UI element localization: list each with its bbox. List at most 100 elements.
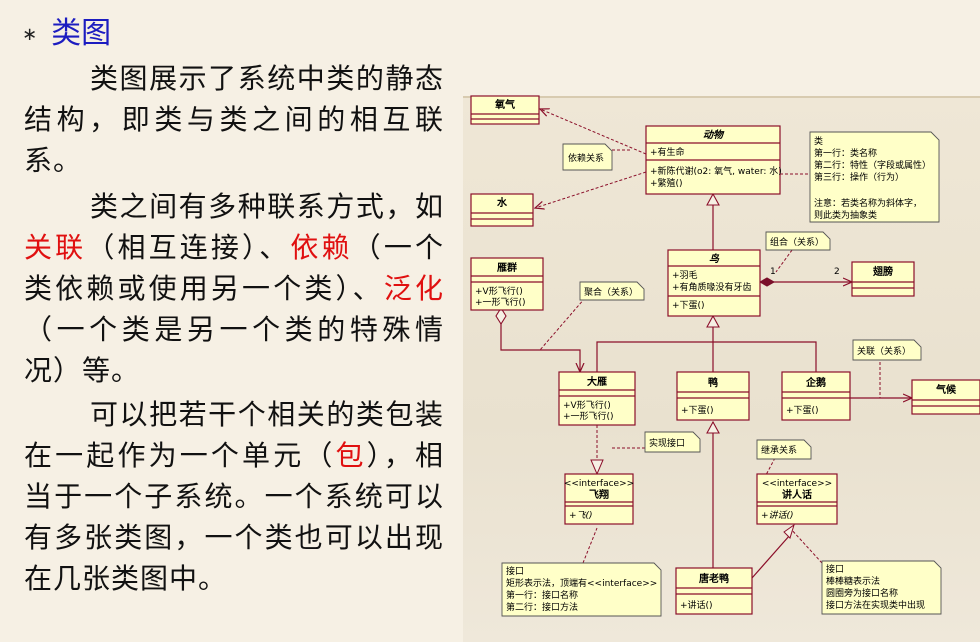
svg-text:类: 类 [814, 135, 823, 147]
svg-text:接口方法在实现类中出现: 接口方法在实现类中出现 [826, 599, 925, 611]
realization-arrowhead [590, 459, 604, 476]
term-dependency: 依赖 [290, 231, 353, 264]
class-bird-name: 鸟 [709, 253, 720, 265]
class-wing[interactable]: 翅膀 [851, 261, 915, 297]
p2-text-d: （一个类是另一个类的特殊情况）等。 [24, 313, 444, 387]
p2-text-c: （一个类依赖或使用另一个类）、 [24, 231, 444, 305]
class-bird-op1: +下蛋() [672, 300, 705, 311]
class-animal-op1: +新陈代谢(o2: 氧气, water: 水) [650, 165, 782, 177]
aggregation-flock-goose [500, 321, 580, 372]
svg-text:矩形表示法，顶端有<<interface>>: 矩形表示法，顶端有<<interface>> [506, 577, 657, 589]
class-animal-name: 动物 [703, 129, 725, 141]
realization-speak-arrowhead [783, 523, 795, 539]
class-goose-op1: +V形飞行() [563, 399, 611, 411]
class-goose-name: 大雁 [587, 375, 607, 388]
svg-text:组合（关系）: 组合（关系） [770, 236, 824, 248]
svg-text:第二行：接口方法: 第二行：接口方法 [506, 601, 578, 613]
svg-text:圆圈旁为接口名称: 圆圈旁为接口名称 [826, 587, 898, 599]
dependency-oxygen [540, 109, 647, 155]
class-duck-op1: +下蛋() [681, 405, 714, 416]
class-animal-attr: +有生命 [650, 146, 685, 158]
svg-text:关联（关系）: 关联（关系） [857, 345, 911, 357]
note-dependency: 依赖关系 [562, 143, 613, 171]
class-donald-op: +讲话() [680, 599, 713, 611]
note-inheritance: 继承关系 [756, 439, 812, 460]
multiplicity-2: 2 [834, 267, 840, 277]
aggregation-diamond [495, 306, 507, 326]
note-class-explanation: 类 第一行：类名称 第二行：特性（字段或属性） 第三行：操作（行为） 注意：若类… [809, 131, 940, 223]
class-wing-name: 翅膀 [873, 265, 893, 278]
class-duck[interactable]: 鸭 +下蛋() [676, 371, 750, 421]
note-link-iface2 [789, 527, 823, 564]
interface-fly[interactable]: <<interface>> 飞翔 +飞() [564, 473, 634, 525]
class-water[interactable]: 水 [470, 193, 534, 227]
composition-diamond [758, 277, 776, 287]
class-bird-attr1: +羽毛 [672, 269, 698, 281]
class-bird[interactable]: 鸟 +羽毛 +有角质喙没有牙齿 +下蛋() [667, 249, 761, 317]
class-donald-name: 唐老鸭 [699, 572, 729, 585]
interface-speak-op: +讲话() [761, 510, 794, 521]
term-generalization: 泛化 [383, 272, 444, 305]
class-flock[interactable]: 雁群 +V形飞行() +一形飞行() [470, 257, 544, 311]
svg-text:棒棒糖表示法: 棒棒糖表示法 [826, 575, 880, 587]
term-package: 包 [335, 439, 367, 472]
svg-text:第三行：操作（行为）: 第三行：操作（行为） [814, 171, 904, 183]
svg-text:第一行：接口名称: 第一行：接口名称 [506, 589, 578, 601]
class-climate-name: 气候 [935, 383, 957, 396]
paragraph-2: 类之间有多种联系方式，如关联（相互连接）、依赖（一个类依赖或使用另一个类）、泛化… [24, 186, 444, 391]
class-water-name: 水 [496, 196, 508, 209]
class-animal[interactable]: 动物 +有生命 +新陈代谢(o2: 氧气, water: 水) +繁殖() [645, 125, 782, 195]
svg-text:聚合（关系）: 聚合（关系） [584, 286, 638, 298]
realization-donald-speak [751, 534, 791, 579]
p3-text-a: 可以把若干个相关的类包装在一起作为一个单元（ [24, 398, 444, 472]
class-penguin-op1: +下蛋() [786, 405, 819, 416]
svg-text:继承关系: 继承关系 [761, 444, 797, 456]
class-goose-op2: +一形飞行() [563, 410, 614, 422]
class-climate[interactable]: 气候 [911, 379, 980, 415]
class-bird-attr2: +有角质喙没有牙齿 [672, 281, 752, 293]
svg-text:接口: 接口 [826, 563, 844, 575]
note-interface-lollipop: 接口 棒棒糖表示法 圆圈旁为接口名称 接口方法在实现类中出现 [821, 560, 942, 615]
dependency-water [535, 171, 647, 208]
heading-text: 类图 [51, 16, 112, 51]
class-penguin[interactable]: 企鹅 +下蛋() [781, 371, 851, 421]
interface-fly-name: 飞翔 [589, 488, 609, 501]
term-association: 关联 [24, 231, 87, 264]
svg-text:则此类为抽象类: 则此类为抽象类 [814, 209, 877, 221]
note-realization: 实现接口 [644, 431, 701, 453]
interface-speak-name: 讲人话 [782, 488, 812, 501]
class-donald-duck[interactable]: 唐老鸭 +讲话() [675, 567, 753, 615]
class-flock-op2: +一形飞行() [475, 296, 526, 308]
interface-speak-stereotype: <<interface>> [762, 479, 832, 489]
p3-text-b: ），相当于一个子系统。一个系统可以有多张类图，一个类也可以出现在几张类图中。 [24, 439, 444, 595]
paragraph-1-text: 类图展示了系统中类的静态结构，即类与类之间的相互联系。 [24, 62, 444, 177]
note-aggregation: 聚合（关系） [579, 281, 645, 301]
svg-text:依赖关系: 依赖关系 [568, 152, 604, 164]
svg-text:实现接口: 实现接口 [649, 437, 685, 449]
multiplicity-1: 1 [770, 267, 776, 277]
note-link-aggregation [539, 297, 586, 351]
note-composition: 组合（关系） [765, 231, 831, 251]
class-flock-name: 雁群 [497, 261, 517, 274]
class-flock-op1: +V形飞行() [475, 285, 523, 297]
class-goose[interactable]: 大雁 +V形飞行() +一形飞行() [558, 371, 636, 426]
class-oxygen-name: 氧气 [494, 98, 515, 111]
svg-text:第一行：类名称: 第一行：类名称 [814, 147, 877, 159]
p2-text-b: （相互连接）、 [86, 231, 291, 264]
p2-text-a: 类之间有多种联系方式，如 [90, 190, 444, 223]
note-interface-rect: 接口 矩形表示法，顶端有<<interface>> 第一行：接口名称 第二行：接… [501, 562, 662, 617]
generalization-bus [596, 341, 817, 372]
class-duck-name: 鸭 [708, 376, 718, 389]
bullet-icon: ∗ [22, 24, 38, 45]
interface-speak[interactable]: <<interface>> 讲人话 +讲话() [756, 473, 838, 525]
interface-fly-op: +飞() [569, 510, 593, 521]
slide-heading: ∗ 类图 [22, 8, 111, 52]
class-oxygen[interactable]: 氧气 [470, 95, 540, 125]
class-penguin-name: 企鹅 [805, 376, 826, 389]
svg-text:接口: 接口 [506, 565, 524, 577]
svg-text:注意：若类名称为斜体字，: 注意：若类名称为斜体字， [814, 197, 922, 209]
svg-text:第二行：特性（字段或属性）: 第二行：特性（字段或属性） [814, 159, 931, 171]
background-divider [463, 96, 980, 98]
note-association: 关联（关系） [852, 339, 922, 361]
